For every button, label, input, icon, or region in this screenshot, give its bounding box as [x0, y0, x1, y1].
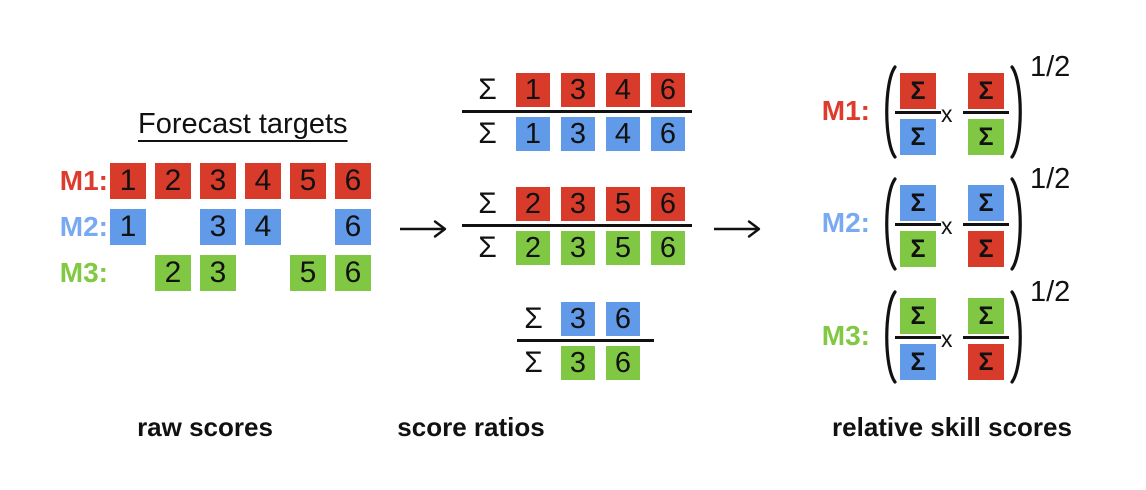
raw-score-box-m1: 6 [335, 163, 371, 199]
sum-box: Σ [900, 119, 936, 155]
row-label-m1: M1: [59, 165, 108, 196]
ratio-num-box: 6 [606, 302, 640, 336]
open-paren-icon [885, 290, 897, 384]
formula-label-m3: M3: [821, 320, 870, 351]
ratio-num-box: 3 [561, 302, 595, 336]
multiply-operator: x [941, 101, 953, 127]
close-paren-icon [1010, 65, 1022, 159]
sum-box: Σ [900, 231, 936, 267]
open-paren-icon [885, 177, 897, 271]
ratio-num-box: 2 [516, 187, 550, 221]
raw-score-box-m2: 6 [335, 209, 371, 245]
caption-raw-scores: raw scores [137, 412, 273, 442]
sum-box: Σ [900, 298, 936, 334]
ratio-num-box: 6 [651, 187, 685, 221]
ratio-den-box: 1 [516, 117, 550, 151]
open-paren-icon [885, 65, 897, 159]
raw-score-box-m1: 2 [155, 163, 191, 199]
right-arrow-icon [400, 220, 447, 238]
fraction-bar [963, 336, 1009, 339]
multiply-operator: x [941, 213, 953, 239]
sigma-symbol: Σ [524, 346, 543, 379]
sum-box: Σ [968, 298, 1004, 334]
caption-relative-skill-scores: relative skill scores [832, 412, 1072, 442]
sum-box: Σ [900, 185, 936, 221]
raw-score-box-m1: 3 [200, 163, 236, 199]
exponent-half: 1/2 [1030, 276, 1071, 308]
sum-box: Σ [968, 119, 1004, 155]
sum-box: Σ [900, 73, 936, 109]
ratio-num-box: 4 [606, 73, 640, 107]
sum-box: Σ [968, 73, 1004, 109]
ratio-den-box: 3 [561, 346, 595, 380]
raw-score-box-m1: 5 [290, 163, 326, 199]
caption-score-ratios: score ratios [397, 412, 545, 442]
sigma-symbol: Σ [524, 302, 543, 335]
fraction-bar [895, 223, 941, 226]
fraction-bar [895, 336, 941, 339]
ratio-num-box: 6 [651, 73, 685, 107]
raw-score-box-m3: 2 [155, 255, 191, 291]
fraction-bar [963, 223, 1009, 226]
sum-box: Σ [968, 344, 1004, 380]
sigma-symbol: Σ [478, 231, 497, 264]
fraction-bar [462, 224, 692, 227]
forecast-targets-title: Forecast targets [138, 108, 348, 140]
close-paren-icon [1010, 290, 1022, 384]
multiply-operator: x [941, 326, 953, 352]
raw-score-box-m1: 1 [110, 163, 146, 199]
close-paren-icon [1010, 177, 1022, 271]
fraction-bar [462, 110, 692, 113]
ratio-num-box: 1 [516, 73, 550, 107]
ratio-num-box: 5 [606, 187, 640, 221]
raw-score-box-m3: 5 [290, 255, 326, 291]
ratio-den-box: 6 [651, 117, 685, 151]
ratio-den-box: 2 [516, 231, 550, 265]
raw-score-box-m3: 3 [200, 255, 236, 291]
ratio-num-box: 3 [561, 187, 595, 221]
fraction-bar [517, 339, 654, 342]
ratio-den-box: 6 [606, 346, 640, 380]
row-label-m2: M2: [59, 211, 108, 242]
formula-label-m1: M1: [821, 95, 870, 126]
raw-score-box-m3: 6 [335, 255, 371, 291]
sum-box: Σ [968, 185, 1004, 221]
sum-box: Σ [968, 231, 1004, 267]
right-arrow-icon [714, 220, 761, 238]
sigma-symbol: Σ [478, 117, 497, 150]
ratio-den-box: 4 [606, 117, 640, 151]
raw-score-box-m2: 3 [200, 209, 236, 245]
sum-box: Σ [900, 344, 936, 380]
fraction-bar [895, 111, 941, 114]
sigma-symbol: Σ [478, 73, 497, 106]
raw-score-box-m2: 1 [110, 209, 146, 245]
ratio-num-box: 3 [561, 73, 595, 107]
exponent-half: 1/2 [1030, 51, 1071, 83]
ratio-den-box: 3 [561, 117, 595, 151]
exponent-half: 1/2 [1030, 163, 1071, 195]
fraction-bar [963, 111, 1009, 114]
row-label-m3: M3: [59, 257, 108, 288]
raw-score-box-m1: 4 [245, 163, 281, 199]
formula-label-m2: M2: [821, 207, 870, 238]
raw-score-box-m2: 4 [245, 209, 281, 245]
ratio-den-box: 6 [651, 231, 685, 265]
ratio-den-box: 3 [561, 231, 595, 265]
sigma-symbol: Σ [478, 187, 497, 220]
ratio-den-box: 5 [606, 231, 640, 265]
